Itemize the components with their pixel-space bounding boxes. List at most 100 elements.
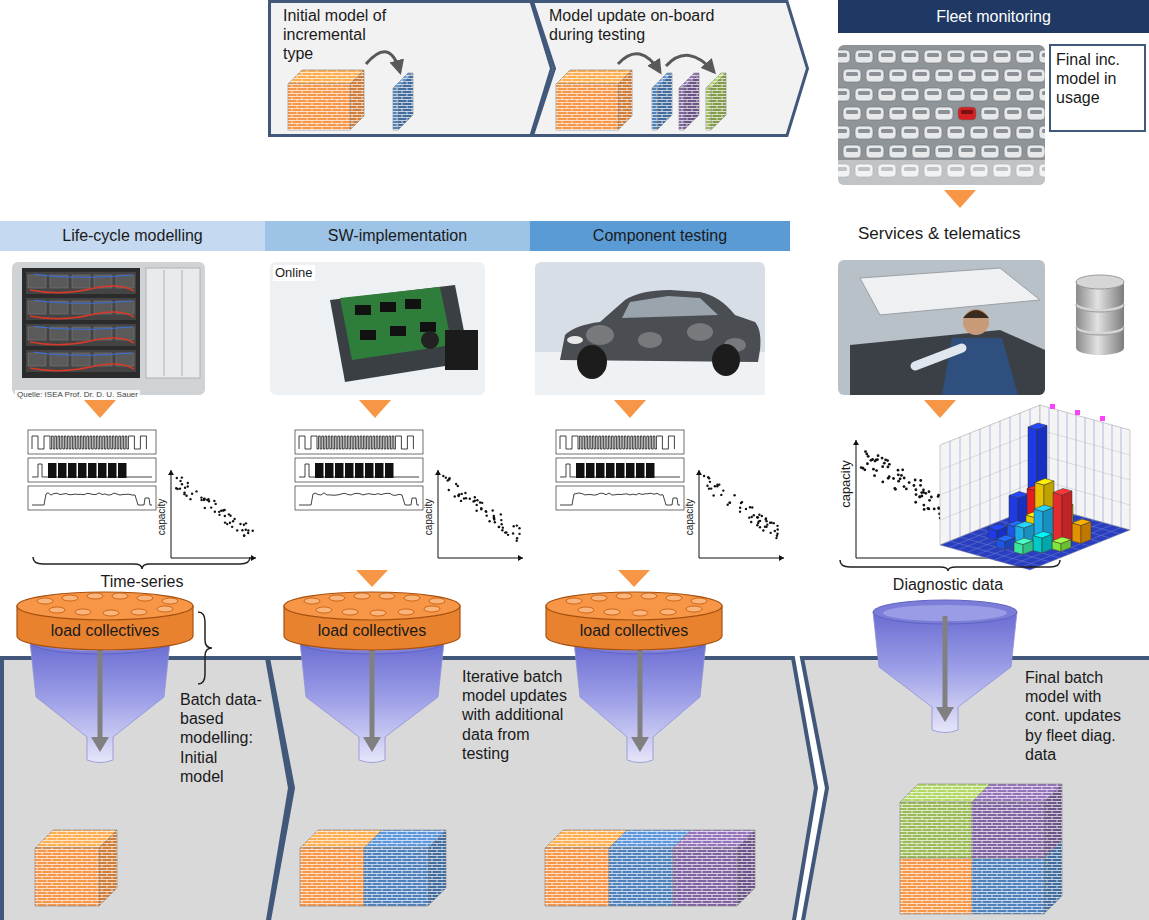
load-collective-disk-outline bbox=[15, 590, 195, 652]
vehicle-fleet-photo bbox=[1027, 107, 1045, 120]
capacity-scatter-plot bbox=[187, 482, 189, 484]
test-vehicle-photo bbox=[577, 345, 607, 379]
disk-hole bbox=[304, 598, 320, 604]
funnel bbox=[936, 707, 954, 722]
band-title: SW-implementation bbox=[265, 226, 530, 245]
capacity-scatter-plot bbox=[741, 501, 743, 503]
time-series-plot bbox=[98, 463, 107, 478]
time-series-plot bbox=[315, 463, 324, 478]
capacity-scatter-plot bbox=[455, 483, 457, 485]
disk-hole bbox=[75, 609, 91, 615]
vehicle-fleet-photo bbox=[924, 50, 942, 63]
vehicle-fleet-photo bbox=[947, 126, 965, 139]
time-series-plot bbox=[616, 463, 625, 478]
vehicle-fleet-photo bbox=[961, 110, 973, 114]
vehicle-fleet-photo bbox=[996, 91, 1008, 95]
capacity-scatter-plot bbox=[928, 490, 931, 493]
vehicle-fleet-photo bbox=[881, 91, 893, 95]
ecu-board-photo bbox=[340, 287, 452, 360]
service-mechanic-photo bbox=[915, 348, 962, 366]
capacity-scatter-plot bbox=[703, 475, 705, 477]
flow-arrow bbox=[924, 400, 956, 418]
time-series-plot bbox=[626, 463, 635, 478]
disk-hole bbox=[604, 609, 620, 615]
disk-hole bbox=[342, 609, 358, 615]
capacity-scatter-plot bbox=[897, 469, 900, 472]
incremental-model-cubes bbox=[556, 84, 618, 130]
capacity-scatter-plot bbox=[779, 555, 784, 561]
incremental-model-cubes bbox=[684, 73, 699, 130]
capacity-scatter-plot bbox=[491, 509, 493, 511]
capacity-scatter-plot bbox=[775, 537, 777, 539]
time-series-plot bbox=[646, 463, 655, 478]
capacity-scatter-plot bbox=[712, 494, 714, 496]
disk-hole bbox=[329, 595, 345, 601]
battery-test-rack-photo bbox=[34, 300, 132, 303]
capacity-scatter-plot bbox=[888, 463, 891, 466]
section-label: Services & telematics bbox=[858, 224, 1021, 244]
capacity-scatter-plot bbox=[507, 534, 509, 536]
axis-label: capacity bbox=[838, 460, 854, 508]
vehicle-fleet-photo bbox=[996, 53, 1008, 57]
capacity-scatter-plot bbox=[252, 530, 254, 532]
vehicle-fleet-photo bbox=[858, 129, 870, 133]
load-collective-disk: load collectives bbox=[544, 590, 724, 652]
time-series-plot bbox=[295, 486, 423, 510]
capacity-scatter-plot bbox=[206, 499, 208, 501]
battery-test-rack-photo bbox=[30, 364, 134, 371]
capacity-scatter-plot bbox=[915, 493, 918, 496]
panel-text: Iterative batch model updates with addit… bbox=[462, 667, 568, 763]
battery-test-rack-photo bbox=[34, 326, 132, 329]
batch-model-cubes bbox=[35, 848, 99, 906]
funnel bbox=[873, 600, 1017, 733]
capacity-scatter-plot bbox=[226, 523, 228, 525]
3d-histogram bbox=[1033, 532, 1052, 539]
capacity-scatter-plot bbox=[708, 477, 710, 479]
3d-histogram bbox=[1000, 421, 1090, 546]
capacity-scatter-plot bbox=[758, 514, 760, 516]
vehicle-fleet-photo bbox=[846, 110, 858, 114]
capacity-scatter-plot bbox=[933, 508, 936, 511]
vehicle-fleet-photo bbox=[947, 88, 965, 101]
batch-model-cubes bbox=[900, 858, 972, 914]
disk-hole bbox=[616, 593, 632, 599]
battery-test-rack-photo bbox=[30, 312, 134, 319]
capacity-scatter-plot bbox=[203, 499, 205, 501]
battery-test-rack-photo bbox=[26, 272, 136, 294]
vehicle-fleet-photo bbox=[866, 107, 884, 120]
panel-text: Batch data-based modelling: Initial mode… bbox=[180, 690, 264, 786]
vehicle-fleet-photo bbox=[973, 53, 985, 57]
battery-test-rack-photo bbox=[26, 298, 136, 320]
capacity-scatter-plot bbox=[500, 523, 502, 525]
vehicle-fleet-photo bbox=[970, 50, 988, 63]
capacity-scatter-plot bbox=[448, 489, 450, 491]
incremental-model-cubes bbox=[684, 73, 699, 130]
vehicle-fleet-photo bbox=[869, 72, 881, 76]
capacity-scatter-plot bbox=[457, 485, 459, 487]
capacity-scatter-plot bbox=[485, 511, 487, 513]
vehicle-fleet-photo bbox=[973, 129, 985, 133]
capacity-scatter-plot bbox=[183, 493, 185, 495]
batch-model-cubes bbox=[673, 848, 737, 906]
3d-histogram bbox=[988, 524, 1007, 531]
capacity-scatter-plot bbox=[518, 527, 520, 529]
battery-test-rack-photo bbox=[34, 274, 132, 277]
test-vehicle-photo bbox=[535, 262, 765, 395]
time-series-plot bbox=[299, 436, 413, 449]
capacity-scatter-plot bbox=[921, 495, 924, 498]
incremental-model-cubes bbox=[393, 88, 398, 130]
incremental-model-cubes bbox=[666, 55, 714, 72]
batch-model-cubes bbox=[300, 848, 364, 906]
3d-histogram bbox=[1035, 479, 1054, 486]
vehicle-fleet-photo bbox=[927, 53, 939, 57]
vehicle-fleet-photo bbox=[950, 129, 962, 133]
vehicle-fleet-photo bbox=[970, 88, 988, 101]
capacity-scatter-plot bbox=[913, 484, 916, 487]
time-series-plot bbox=[586, 463, 595, 478]
capacity-scatter-plot bbox=[696, 470, 784, 561]
service-mechanic-photo bbox=[838, 260, 1045, 395]
battery-test-rack-photo bbox=[28, 301, 46, 314]
capacity-scatter-plot bbox=[485, 514, 487, 516]
incremental-model-cubes bbox=[711, 73, 726, 130]
